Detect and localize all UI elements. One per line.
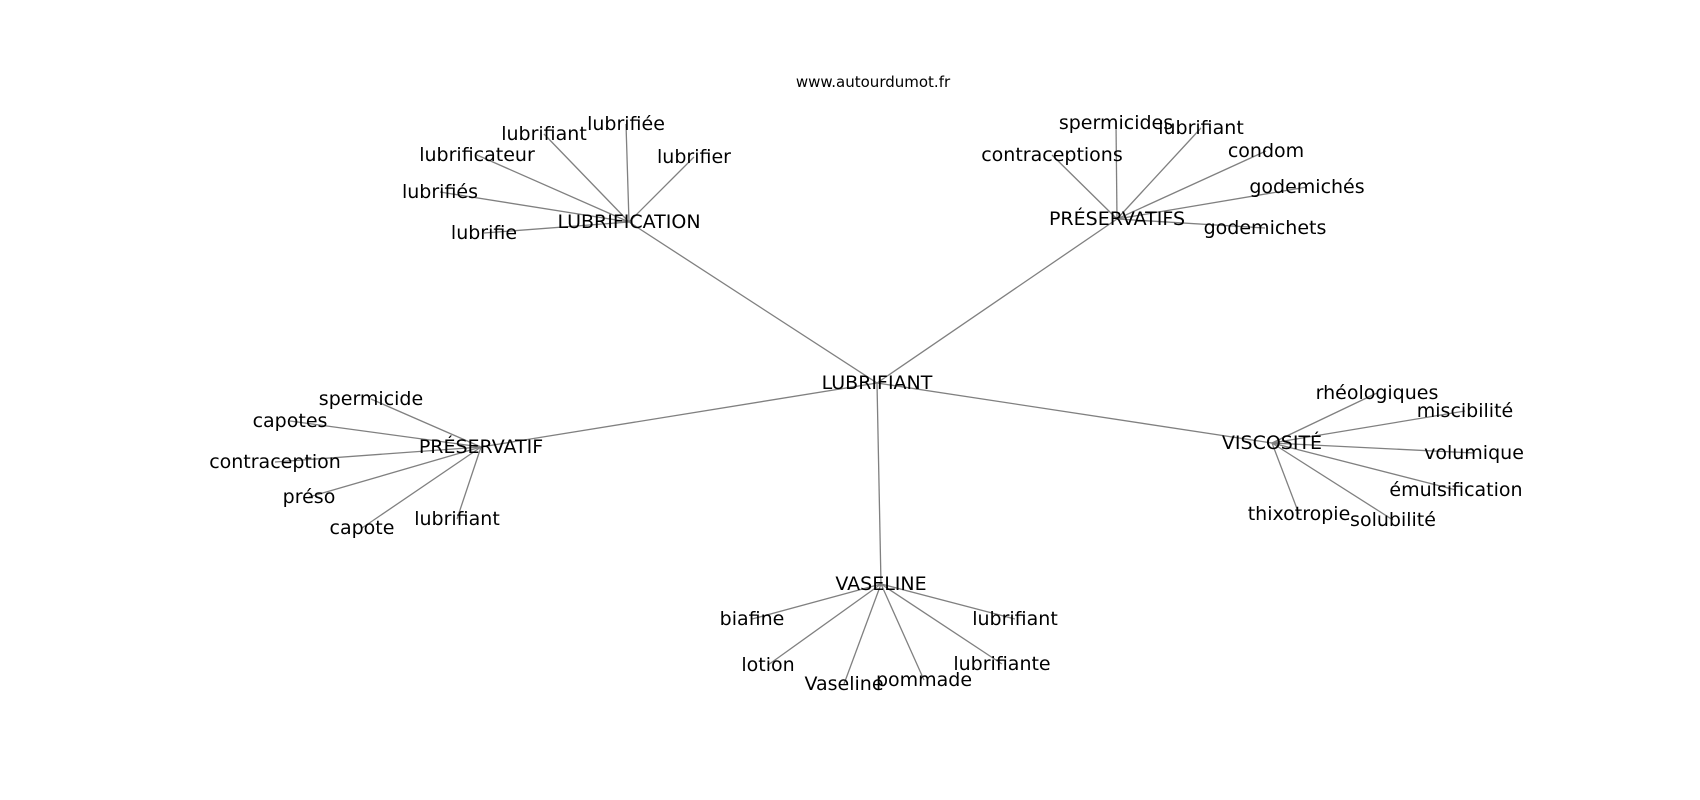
leaf-node-label: contraceptions	[981, 144, 1123, 166]
leaf-node-label: lubrifiant	[414, 508, 500, 530]
edge-hub-leaf	[1116, 150, 1267, 220]
leaf-node-label: godemichés	[1249, 176, 1364, 198]
root-node-label: LUBRIFIANT	[822, 372, 933, 394]
leaf-node-label: lubrifiée	[587, 113, 665, 135]
edge-root-hub	[876, 382, 1273, 444]
hub-node-label: VISCOSITÉ	[1222, 431, 1322, 454]
edge-hub-leaf	[361, 446, 482, 529]
edge-hub-leaf	[880, 583, 1016, 620]
edge-hub-leaf	[625, 123, 630, 223]
edge-hub-leaf	[1115, 122, 1118, 220]
edge-hub-leaf	[439, 191, 630, 223]
leaf-node-label: capote	[330, 517, 395, 539]
leaf-node-label: godemichets	[1204, 217, 1327, 239]
leaf-node-label: solubilité	[1350, 509, 1436, 531]
leaf-node-label: condom	[1228, 140, 1304, 162]
leaf-node-label: contraception	[209, 451, 341, 473]
hub-node-label: PRÉSERVATIF	[419, 435, 543, 458]
edge-hub-leaf	[1271, 442, 1300, 515]
edge-hub-leaf	[628, 156, 695, 223]
leaf-node-label: Vaseline	[804, 673, 883, 695]
site-credit: www.autourdumot.fr	[796, 73, 951, 91]
leaf-node-label: lubrifiant	[972, 608, 1058, 630]
edge-hub-leaf	[456, 446, 482, 520]
edge-root-hub	[876, 218, 1118, 384]
leaf-node-label: rhéologiques	[1316, 382, 1439, 404]
leaf-node-label: spermicides	[1059, 112, 1173, 134]
edge-hub-leaf	[1051, 154, 1118, 220]
edge-hub-leaf	[1271, 392, 1378, 444]
edge-hub-leaf	[1116, 127, 1202, 220]
edge-hub-leaf	[880, 583, 1003, 665]
edge-hub-leaf	[370, 398, 482, 448]
edge-root-hub	[480, 382, 878, 448]
leaf-node-label: lubrifiante	[953, 653, 1050, 675]
leaf-node-label: lubrificateur	[419, 144, 535, 166]
edge-hub-leaf	[543, 133, 630, 223]
leaf-node-label: lubrifier	[657, 146, 731, 168]
leaf-node-label: miscibilité	[1417, 400, 1513, 422]
edge-hub-leaf	[751, 583, 882, 620]
edge-hub-leaf	[1116, 186, 1308, 220]
edge-hub-leaf	[843, 583, 882, 685]
leaf-node-label: lubrifiés	[402, 181, 478, 203]
edge-hub-leaf	[767, 583, 882, 666]
leaf-node-label: émulsification	[1389, 479, 1522, 501]
edge-hub-leaf	[476, 154, 630, 223]
edge-hub-leaf	[1271, 442, 1457, 491]
leaf-node-label: capotes	[253, 410, 328, 432]
edge-hub-leaf	[1271, 410, 1466, 444]
edge-hub-leaf	[1271, 442, 1475, 454]
leaf-node-label: lubrifiant	[501, 123, 587, 145]
edge-hub-leaf	[289, 420, 482, 448]
leaf-node-label: volumique	[1424, 442, 1524, 464]
leaf-node-label: pommade	[876, 669, 972, 691]
edge-hub-leaf	[274, 446, 482, 463]
edges-layer	[274, 122, 1475, 685]
leaf-node-label: préso	[283, 486, 336, 508]
leaf-node-label: biafine	[720, 608, 785, 630]
hub-node-label: LUBRIFICATION	[557, 211, 700, 233]
edge-hub-leaf	[308, 446, 482, 498]
leaf-node-label: lubrifiant	[1158, 117, 1244, 139]
leaf-node-label: lotion	[741, 654, 794, 676]
edge-root-hub	[876, 382, 882, 585]
edge-hub-leaf	[880, 583, 925, 681]
hub-node-label: PRÉSERVATIFS	[1049, 207, 1185, 230]
hub-node-label: VASELINE	[835, 573, 926, 595]
leaf-node-label: spermicide	[319, 388, 423, 410]
edge-root-hub	[628, 221, 878, 384]
edge-hub-leaf	[1116, 218, 1266, 229]
edge-hub-leaf	[1271, 442, 1394, 521]
leaf-node-label: thixotropie	[1248, 503, 1351, 525]
edge-hub-leaf	[483, 221, 630, 234]
leaf-node-label: lubrifie	[451, 222, 517, 244]
